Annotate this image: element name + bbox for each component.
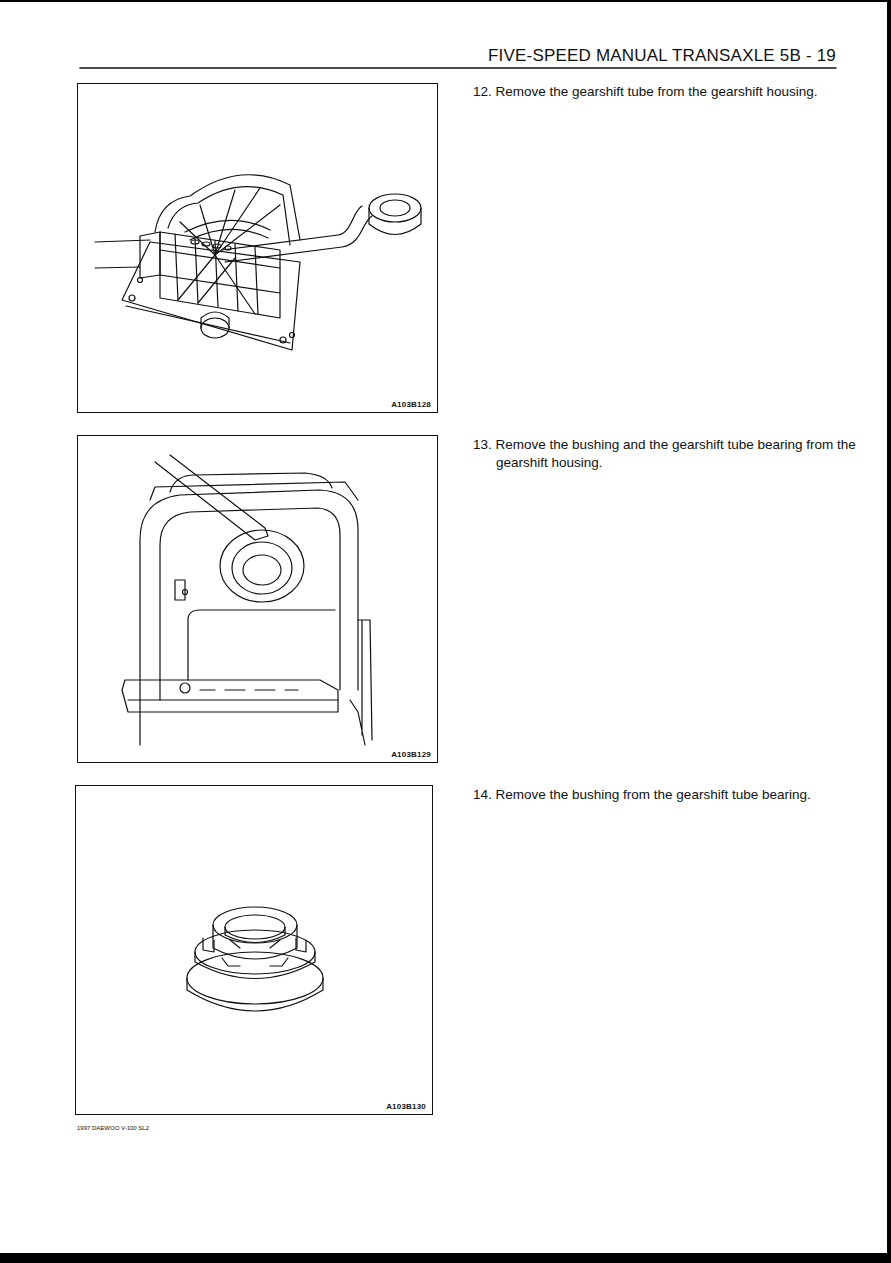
gearshift-housing-figure <box>225 216 372 262</box>
bearing-removal-figure <box>183 590 188 595</box>
gearshift-housing-figure <box>201 318 229 338</box>
gearshift-housing-figure <box>185 220 270 240</box>
tube-bearing-figure <box>213 925 297 959</box>
bearing-removal-figure <box>350 620 372 745</box>
bearing-removal-figure <box>200 689 298 690</box>
page-header: FIVE-SPEED MANUAL TRANSAXLE 5B - 19 <box>488 46 836 66</box>
gearshift-housing-figure <box>160 250 280 293</box>
step-text: 13. Remove the bushing and the gearshift… <box>473 436 864 471</box>
gearshift-housing-figure <box>380 200 410 216</box>
figure-code: A103B128 <box>390 400 432 409</box>
gearshift-housing-figure <box>280 337 286 343</box>
gearshift-housing-figure <box>201 312 229 328</box>
gearshift-housing-figure <box>168 187 290 245</box>
gearshift-housing-figure <box>129 295 135 301</box>
bearing-removal-figure <box>128 699 338 700</box>
gearshift-housing-figure <box>290 333 295 338</box>
gearshift-housing-figure <box>369 194 421 222</box>
bearing-removal-figure <box>140 490 358 745</box>
tube-bearing-figure <box>187 952 323 1004</box>
gearshift-housing-figure <box>202 242 210 246</box>
bearing-removal-figure <box>243 555 281 585</box>
scan-border <box>0 0 891 2</box>
page-rule <box>80 67 836 68</box>
gearshift-housing-figure <box>95 240 150 268</box>
gearshift-housing-figure <box>369 208 421 235</box>
figure-frame: A103B128 <box>77 83 438 413</box>
bearing-removal-figure <box>188 610 335 680</box>
gearshift-housing-figure <box>140 232 160 278</box>
gearshift-housing-figure <box>126 306 290 343</box>
figure-code: A103B129 <box>390 750 432 759</box>
scan-border <box>887 0 891 1263</box>
bearing-removal-figure <box>220 530 304 602</box>
gearshift-housing-figure <box>178 255 255 314</box>
bearing-removal-figure <box>232 542 292 594</box>
bearing-removal-figure <box>122 680 338 712</box>
step-text: 14. Remove the bushing from the gearshif… <box>473 786 864 804</box>
bearing-removal-figure <box>150 482 358 500</box>
figure-code: A103B130 <box>385 1102 427 1111</box>
gearshift-housing-figure <box>191 240 199 244</box>
gearshift-housing-figure <box>122 242 300 350</box>
bearing-removal-figure <box>155 455 268 540</box>
gearshift-housing-figure <box>213 244 221 248</box>
bearing-removal-figure <box>170 473 332 492</box>
tube-bearing-figure <box>187 907 323 1011</box>
gearshift-housing-figure <box>175 234 258 314</box>
gearshift-housing-figure <box>222 206 362 250</box>
tube-bearing-figure <box>213 907 297 943</box>
page-rule <box>80 67 836 69</box>
bearing-removal-figure <box>180 683 190 693</box>
bearing-removal-figure <box>122 455 372 745</box>
tube-bearing-figure <box>195 952 315 979</box>
figure-frame: A103B129 <box>77 435 438 763</box>
tube-bearing-figure <box>203 938 306 952</box>
tube-bearing-figure <box>187 978 323 1011</box>
tube-bearing-figure <box>225 915 285 939</box>
scan-border <box>0 1253 891 1263</box>
figure-frame: A103B130 <box>75 785 433 1115</box>
gearshift-housing-figure <box>155 175 300 240</box>
tube-bearing-figure <box>225 927 285 943</box>
gearshift-housing-figure <box>95 175 421 350</box>
step-text: 12. Remove the gearshift tube from the g… <box>473 83 864 101</box>
footer-note: 1997 DAEWOO V-100 SL2 <box>77 1125 149 1131</box>
